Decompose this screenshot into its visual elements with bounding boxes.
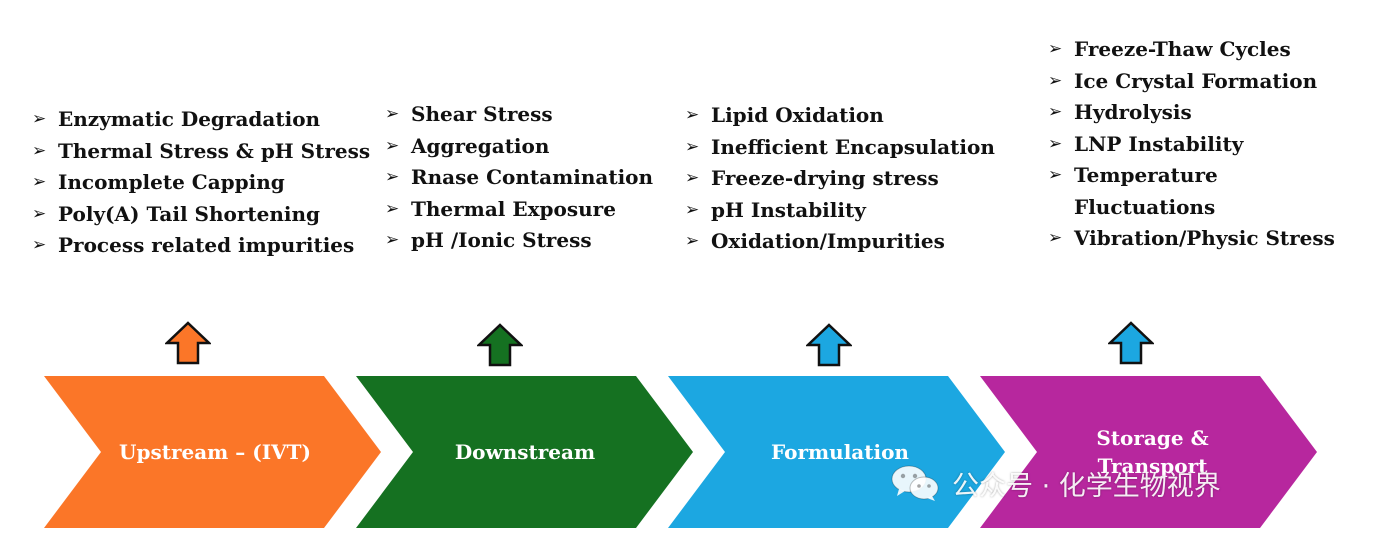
stage-label-storage: Storage & Transport xyxy=(1020,424,1285,480)
stage-label-upstream: Upstream – (IVT) xyxy=(119,440,311,464)
up-arrow-icon xyxy=(1108,321,1154,365)
wechat-icon xyxy=(891,465,939,501)
list-item: ➢Ice Crystal Formation xyxy=(1048,66,1335,98)
arrow-bullet-icon: ➢ xyxy=(385,198,400,219)
list-item: ➢Oxidation/Impurities xyxy=(685,226,995,258)
list-item: ➢Inefficient Encapsulation xyxy=(685,132,995,164)
upstream-issue-list: ➢Enzymatic Degradation ➢Thermal Stress &… xyxy=(32,104,370,262)
arrow-bullet-icon: ➢ xyxy=(1048,165,1063,185)
list-item: ➢Lipid Oxidation xyxy=(685,100,995,132)
list-item: ➢pH Instability xyxy=(685,195,995,227)
up-arrow-icon xyxy=(477,323,523,367)
watermark-text: 公众号 · 化学生物视界 xyxy=(952,470,1221,502)
watermark: 公众号 · 化学生物视界 xyxy=(890,463,1221,503)
list-item: ➢Rnase Contamination xyxy=(385,162,653,194)
list-item: ➢Vibration/Physic Stress xyxy=(1048,223,1335,255)
list-item: ➢Aggregation xyxy=(385,131,653,163)
arrow-bullet-icon: ➢ xyxy=(32,203,47,224)
list-item: ➢Incomplete Capping xyxy=(32,167,370,199)
arrow-bullet-icon: ➢ xyxy=(32,235,47,255)
stage-label-line: Storage & xyxy=(1096,426,1209,450)
arrow-bullet-icon: ➢ xyxy=(385,135,400,156)
formulation-issue-list: ➢Lipid Oxidation ➢Inefficient Encapsulat… xyxy=(685,100,995,258)
chevron-upstream xyxy=(44,376,381,528)
arrow-bullet-icon: ➢ xyxy=(1048,133,1063,154)
up-arrow-shape xyxy=(806,323,852,367)
arrow-bullet-icon: ➢ xyxy=(685,105,700,125)
list-item-continuation: Fluctuations xyxy=(1074,194,1216,219)
up-arrow-shape xyxy=(1108,321,1154,365)
arrow-bullet-icon: ➢ xyxy=(685,231,700,251)
up-arrow-shape xyxy=(477,323,523,367)
list-item: ➢pH /Ionic Stress xyxy=(385,225,653,257)
arrow-bullet-icon: ➢ xyxy=(385,167,400,187)
arrow-bullet-icon: ➢ xyxy=(32,109,47,129)
arrow-bullet-icon: ➢ xyxy=(685,199,700,220)
stage-label-line: Transport xyxy=(1097,454,1208,478)
arrow-bullet-icon: ➢ xyxy=(1048,70,1063,91)
arrow-bullet-icon: ➢ xyxy=(385,104,400,124)
list-item: ➢Enzymatic Degradation xyxy=(32,104,370,136)
up-arrow-icon xyxy=(806,323,852,367)
list-item: ➢Poly(A) Tail Shortening xyxy=(32,199,370,231)
storage-issue-list: ➢Freeze-Thaw Cycles ➢Ice Crystal Formati… xyxy=(1048,34,1335,255)
up-arrow-shape xyxy=(165,321,211,365)
arrow-bullet-icon: ➢ xyxy=(685,136,700,157)
list-item: ➢LNP Instability xyxy=(1048,129,1335,161)
downstream-issue-list: ➢Shear Stress ➢Aggregation ➢Rnase Contam… xyxy=(385,99,653,257)
arrow-bullet-icon: ➢ xyxy=(385,230,400,250)
list-item: ➢Thermal Exposure xyxy=(385,194,653,226)
stage-label-formulation: Formulation xyxy=(771,440,909,464)
chevron-downstream xyxy=(356,376,693,528)
arrow-bullet-icon: ➢ xyxy=(32,172,47,192)
list-item: ➢Shear Stress xyxy=(385,99,653,131)
list-item: ➢Hydrolysis xyxy=(1048,97,1335,129)
arrow-bullet-icon: ➢ xyxy=(1048,102,1063,122)
chevron-storage xyxy=(980,376,1317,528)
arrow-bullet-icon: ➢ xyxy=(1048,228,1063,248)
list-item: ➢Process related impurities xyxy=(32,230,370,262)
arrow-bullet-icon: ➢ xyxy=(32,140,47,161)
up-arrow-icon xyxy=(165,321,211,365)
list-item: ➢Freeze-drying stress xyxy=(685,163,995,195)
arrow-bullet-icon: ➢ xyxy=(1048,39,1063,59)
list-item: ➢Freeze-Thaw Cycles xyxy=(1048,34,1335,66)
stage-label-downstream: Downstream xyxy=(454,440,596,464)
arrow-bullet-icon: ➢ xyxy=(685,168,700,188)
list-item: ➢Thermal Stress & pH Stress xyxy=(32,136,370,168)
